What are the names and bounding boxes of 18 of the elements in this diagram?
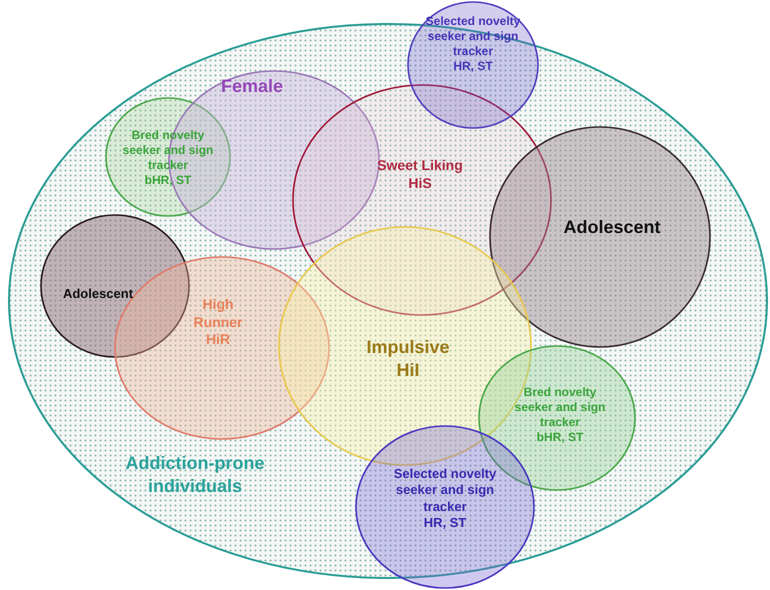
venn-circle: [355, 425, 535, 589]
set-label: High Runner: [192, 296, 244, 331]
set-label: HR, ST: [424, 514, 466, 531]
set-label: Impulsive: [366, 336, 450, 358]
set-label: HiI: [396, 358, 420, 381]
set-label: HiR: [206, 331, 230, 348]
set-label: Sweet Liking: [377, 157, 463, 174]
set-label: Selected novelty seeker and sign tracker: [392, 466, 498, 515]
set-label: Addiction-prone individuals: [124, 452, 266, 497]
venn-circle: [489, 126, 711, 348]
set-label: Adolescent: [62, 286, 134, 302]
set-label: bHR, ST: [536, 430, 584, 445]
set-label: HiS: [408, 174, 432, 192]
venn-circle: [407, 1, 539, 129]
set-label: Adolescent: [563, 216, 661, 238]
set-label: HR, ST: [453, 59, 493, 74]
set-label: Female: [220, 75, 284, 98]
set-label: bHR, ST: [144, 173, 192, 188]
